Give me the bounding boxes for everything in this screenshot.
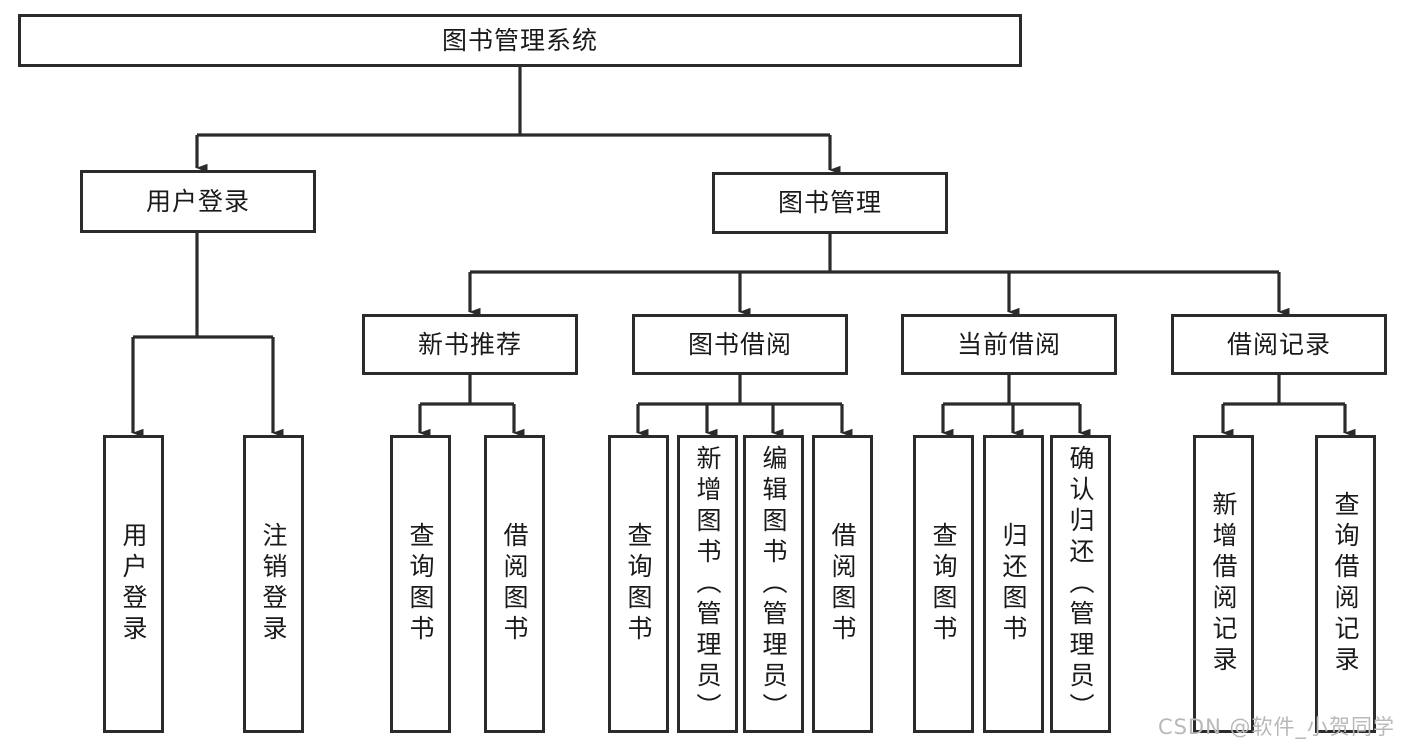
- leaf-new-book-query[interactable]: 查询图书: [390, 435, 451, 733]
- leaf-current-return-book[interactable]: 归还图书: [983, 435, 1044, 733]
- leaf-borrow-query-book[interactable]: 查询图书: [608, 435, 669, 733]
- leaf-user-login-logout-label: 注销登录: [259, 522, 288, 646]
- node-root[interactable]: 图书管理系统: [18, 14, 1022, 67]
- leaf-new-book-query-label: 查询图书: [406, 522, 435, 646]
- node-borrow-record-label: 借阅记录: [1226, 329, 1331, 359]
- node-book-management[interactable]: 图书管理: [712, 172, 948, 234]
- node-book-management-label: 图书管理: [777, 188, 882, 218]
- node-new-book-recommend[interactable]: 新书推荐: [362, 314, 578, 375]
- node-new-book-recommend-label: 新书推荐: [417, 329, 522, 359]
- node-user-login[interactable]: 用户登录: [80, 170, 316, 233]
- leaf-record-add-label: 新增借阅记录: [1209, 491, 1238, 677]
- node-user-login-label: 用户登录: [145, 186, 250, 216]
- leaf-record-add[interactable]: 新增借阅记录: [1193, 435, 1254, 733]
- node-book-borrow[interactable]: 图书借阅: [632, 314, 848, 375]
- leaf-user-login-logout[interactable]: 注销登录: [243, 435, 304, 733]
- leaf-current-query-book-label: 查询图书: [929, 522, 958, 646]
- csdn-watermark: CSDN @软件_小贺同学: [1157, 715, 1395, 739]
- node-book-borrow-label: 图书借阅: [687, 329, 792, 359]
- node-current-borrow-label: 当前借阅: [956, 329, 1061, 359]
- leaf-new-book-borrow-label: 借阅图书: [500, 522, 529, 646]
- leaf-record-query-label: 查询借阅记录: [1331, 491, 1360, 677]
- leaf-borrow-query-book-label: 查询图书: [624, 522, 653, 646]
- leaf-current-confirm-return[interactable]: 确认归还（管理员）: [1050, 435, 1111, 733]
- leaf-record-query[interactable]: 查询借阅记录: [1315, 435, 1376, 733]
- node-current-borrow[interactable]: 当前借阅: [901, 314, 1117, 375]
- leaf-user-login-login[interactable]: 用户登录: [103, 435, 164, 733]
- leaf-borrow-borrow-book-label: 借阅图书: [828, 522, 857, 646]
- node-borrow-record[interactable]: 借阅记录: [1171, 314, 1387, 375]
- leaf-current-confirm-return-label: 确认归还（管理员）: [1066, 444, 1095, 724]
- node-root-label: 图书管理系统: [441, 25, 598, 55]
- leaf-borrow-edit-book[interactable]: 编辑图书（管理员）: [743, 435, 804, 733]
- leaf-borrow-add-book-label: 新增图书（管理员）: [693, 444, 722, 724]
- leaf-borrow-edit-book-label: 编辑图书（管理员）: [759, 444, 788, 724]
- leaf-current-return-book-label: 归还图书: [999, 522, 1028, 646]
- leaf-user-login-login-label: 用户登录: [119, 522, 148, 646]
- leaf-current-query-book[interactable]: 查询图书: [913, 435, 974, 733]
- leaf-new-book-borrow[interactable]: 借阅图书: [484, 435, 545, 733]
- leaf-borrow-borrow-book[interactable]: 借阅图书: [812, 435, 873, 733]
- leaf-borrow-add-book[interactable]: 新增图书（管理员）: [677, 435, 738, 733]
